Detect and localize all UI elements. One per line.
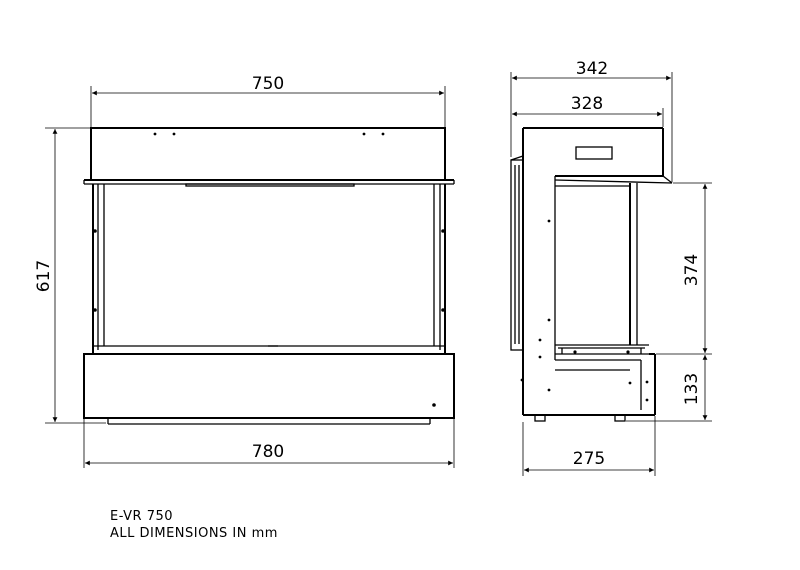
dim-side-base-height: 133 (626, 355, 712, 422)
front-base (83, 353, 455, 419)
side-front-bezel (510, 159, 524, 351)
dim-front-width-bottom: 780 (83, 419, 455, 468)
front-width-top-label: 750 (252, 74, 284, 94)
control-panel-slot (575, 146, 613, 160)
side-depth-overall-label: 342 (576, 59, 608, 79)
side-base-height-label: 133 (682, 373, 702, 405)
front-view (83, 127, 455, 425)
dim-side-opening-height: 374 (656, 182, 712, 355)
side-view (510, 127, 673, 422)
front-height-label: 617 (34, 260, 54, 292)
model-note: E-VR 750 (110, 509, 173, 524)
front-top-hood (90, 127, 446, 181)
dim-front-width-top: 750 (90, 74, 446, 127)
units-note: ALL DIMENSIONS IN mm (110, 526, 278, 541)
dim-side-depth-body: 328 (512, 94, 664, 127)
dim-front-height: 617 (34, 127, 106, 424)
side-depth-body-label: 328 (571, 94, 603, 114)
side-depth-base-label: 275 (573, 449, 605, 469)
dim-side-depth-base: 275 (522, 416, 656, 476)
side-opening-height-label: 374 (682, 254, 702, 286)
dim-side-depth-overall: 342 (510, 59, 673, 182)
front-width-bottom-label: 780 (252, 442, 284, 462)
